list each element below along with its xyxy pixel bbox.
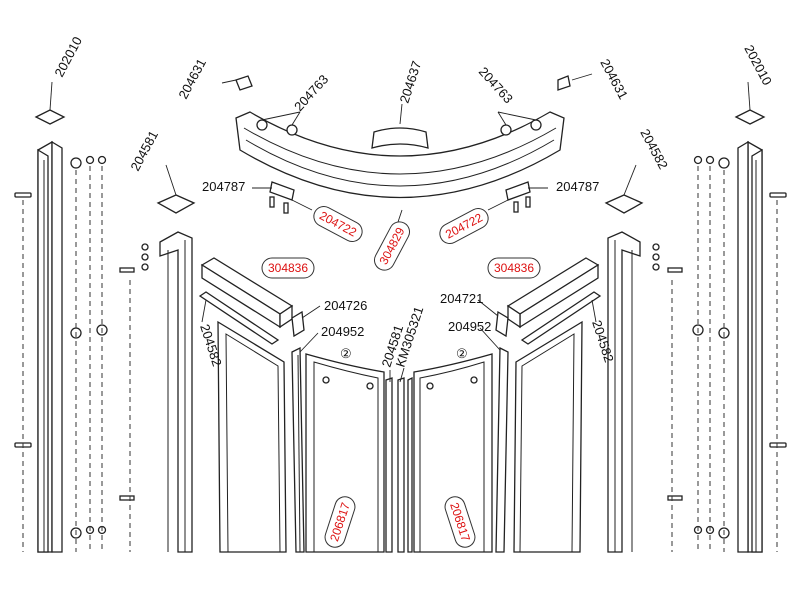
seal-left-tag: 204722 (313, 205, 363, 243)
label-guide-left: 204952 (321, 324, 364, 339)
left-top-cap (235, 75, 253, 91)
arc-center-tag: 304829 (373, 221, 411, 271)
label-guide-right: 204952 (448, 319, 491, 334)
right-guide (495, 346, 509, 553)
top-arc-frame (235, 111, 565, 199)
left-end-cap (156, 194, 196, 214)
label-bracket-right: 204787 (556, 179, 599, 194)
label-cap-left: 204631 (175, 56, 209, 101)
label-roller-left: 204763 (291, 72, 331, 114)
label-clip-right: 204721 (440, 291, 483, 306)
door-left-tag: 206817 (324, 496, 356, 548)
label-endcap-left: 204581 (127, 128, 161, 173)
label-post-left: 202010 (51, 34, 85, 79)
right-top-profile (506, 257, 602, 345)
left-wall-screws (14, 155, 108, 552)
left-clip (291, 310, 305, 338)
label-clip-left: 204726 (324, 298, 367, 313)
left-door-glass (305, 353, 385, 553)
right-bracket (505, 181, 531, 213)
left-top-profile (198, 257, 294, 345)
label-top-center: 204637 (397, 59, 425, 105)
label-bracket-left: 204787 (202, 179, 245, 194)
top-center-piece (371, 127, 429, 149)
label-profile-left: 304836 (268, 261, 308, 275)
left-guide (291, 346, 305, 553)
profile-left-tag: 304836 (261, 257, 315, 279)
middle-seals (385, 376, 413, 553)
right-frame-profile (607, 231, 683, 553)
label-circle-right: ② (456, 346, 468, 361)
right-clip (495, 310, 509, 338)
label-endcap-right: 204582 (637, 126, 671, 171)
left-post-cap (34, 109, 66, 125)
label-profile-right: 304836 (494, 261, 534, 275)
right-top-cap (557, 75, 571, 91)
left-bracket (269, 181, 295, 214)
label-roller-right: 204763 (476, 64, 516, 106)
right-end-cap (604, 194, 644, 214)
right-wall-post (737, 140, 763, 553)
right-side-panel (513, 320, 583, 553)
label-cap-right: 204631 (597, 56, 631, 101)
seal-right-tag: 204722 (439, 207, 489, 245)
left-side-panel (217, 320, 287, 553)
label-post-right: 202010 (741, 42, 775, 87)
right-post-cap (734, 109, 766, 125)
left-frame-profile (119, 231, 193, 553)
left-wall-post (37, 140, 63, 553)
leader-lines (201, 73, 597, 383)
right-wall-screws (692, 155, 787, 552)
profile-right-tag: 304836 (487, 257, 541, 279)
right-door-glass (413, 353, 493, 553)
label-circle-left: ② (340, 346, 352, 361)
